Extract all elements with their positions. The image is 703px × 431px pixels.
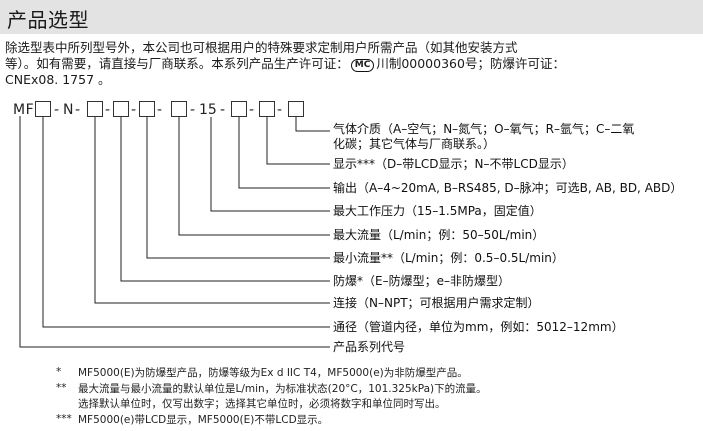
desc-explosion-proof: 防爆*（E–防爆型；e–非防爆型） bbox=[333, 274, 510, 288]
code-separator: - bbox=[75, 102, 81, 118]
section-title: 产品选型 bbox=[7, 8, 89, 32]
desc-bore: 通径（管道内径，单位为mm，例如：5012–12mm） bbox=[333, 320, 624, 334]
note-mark: ** bbox=[56, 382, 67, 394]
intro-line-2-license: 川制00000360号；防爆许可证： bbox=[376, 56, 565, 71]
leader-explosion bbox=[120, 117, 330, 282]
code-box-gas bbox=[288, 101, 304, 117]
leader-bore bbox=[42, 117, 330, 328]
desc-max-pressure: 最大工作压力（15–1.5MPa，固定值） bbox=[333, 204, 542, 218]
model-prefix: MF bbox=[13, 102, 35, 118]
code-fixed-pressure: 15 bbox=[199, 102, 217, 118]
desc-display: 显示***（D–带LCD显示；N–不带LCD显示） bbox=[333, 157, 574, 171]
desc-gas-line-1: 气体介质（A–空气；N–氮气；O–氧气；R–氩气；C–二氧 bbox=[333, 122, 635, 136]
leader-output bbox=[238, 117, 330, 189]
intro-line-3: CNEx08. 1757 。 bbox=[5, 72, 111, 87]
intro-line-2-text: 等）。如有需要，请直接与厂商联系。本系列产品生产许可证： bbox=[5, 56, 349, 71]
leader-display bbox=[266, 117, 330, 165]
leader-pressure bbox=[210, 117, 330, 212]
leader-min-flow bbox=[146, 117, 330, 259]
leader-series bbox=[19, 116, 330, 348]
code-box-output bbox=[231, 101, 247, 117]
note-mark: * bbox=[56, 366, 62, 378]
code-separator: - bbox=[249, 102, 255, 118]
code-separator: - bbox=[277, 102, 283, 118]
cmc-mark-icon: MC bbox=[350, 59, 375, 72]
leader-connection bbox=[94, 117, 330, 304]
code-box-connection bbox=[87, 101, 103, 117]
code-box-max-flow bbox=[171, 101, 187, 117]
intro-line-1: 除选型表中所列型号外，本公司也可根据用户的特殊要求定制用户所需产品（如其他安装方… bbox=[5, 40, 518, 55]
intro-paragraph: 除选型表中所列型号外，本公司也可根据用户的特殊要求定制用户所需产品（如其他安装方… bbox=[5, 40, 695, 88]
code-separator: - bbox=[157, 102, 163, 118]
desc-gas-line-2: 化碳；其它气体与厂商联系。） bbox=[333, 137, 496, 151]
note-flow-unit-1: 最大流量与最小流量的默认单位是L/min，为标准状态(20°C，101.325k… bbox=[78, 383, 487, 395]
desc-series-code: 产品系列代号 bbox=[333, 340, 406, 354]
code-separator: - bbox=[105, 102, 111, 118]
code-box-min-flow bbox=[139, 101, 155, 117]
code-separator: - bbox=[54, 102, 60, 118]
code-box-bore bbox=[35, 101, 51, 117]
note-display: MF5000(e)带LCD显示，MF5000(E)不带LCD显示。 bbox=[78, 414, 329, 426]
code-separator: - bbox=[131, 102, 137, 118]
note-mark: *** bbox=[56, 413, 72, 425]
code-separator: - bbox=[190, 102, 196, 118]
note-flow-unit-2: 选择默认单位时，仅写出数字；选择其它单位时，必须将数字和单位同时写出。 bbox=[78, 398, 446, 410]
desc-output: 输出（A–4~20mA, B–RS485, D–脉冲；可选B, AB, BD, … bbox=[333, 181, 683, 195]
code-separator: - bbox=[220, 102, 226, 118]
leader-max-flow bbox=[178, 117, 330, 236]
leader-gas bbox=[295, 117, 330, 132]
code-fixed-n: N bbox=[63, 102, 74, 118]
code-box-display bbox=[259, 101, 275, 117]
desc-max-flow: 最大流量（L/min；例：50–50L/min） bbox=[333, 228, 545, 242]
desc-min-flow: 最小流量**（L/min；例：0.5–0.5L/min） bbox=[333, 251, 564, 265]
desc-connection: 连接（N–NPT；可根据用户需求定制） bbox=[333, 296, 540, 310]
code-box-explosion bbox=[113, 101, 129, 117]
note-explosion: MF5000(E)为防爆型产品，防爆等级为Ex d IIC T4，MF5000(… bbox=[78, 367, 468, 379]
desc-gas-medium: 气体介质（A–空气；N–氮气；O–氧气；R–氩气；C–二氧 化碳；其它气体与厂商… bbox=[333, 122, 634, 152]
section-header: 产品选型 bbox=[0, 0, 703, 34]
